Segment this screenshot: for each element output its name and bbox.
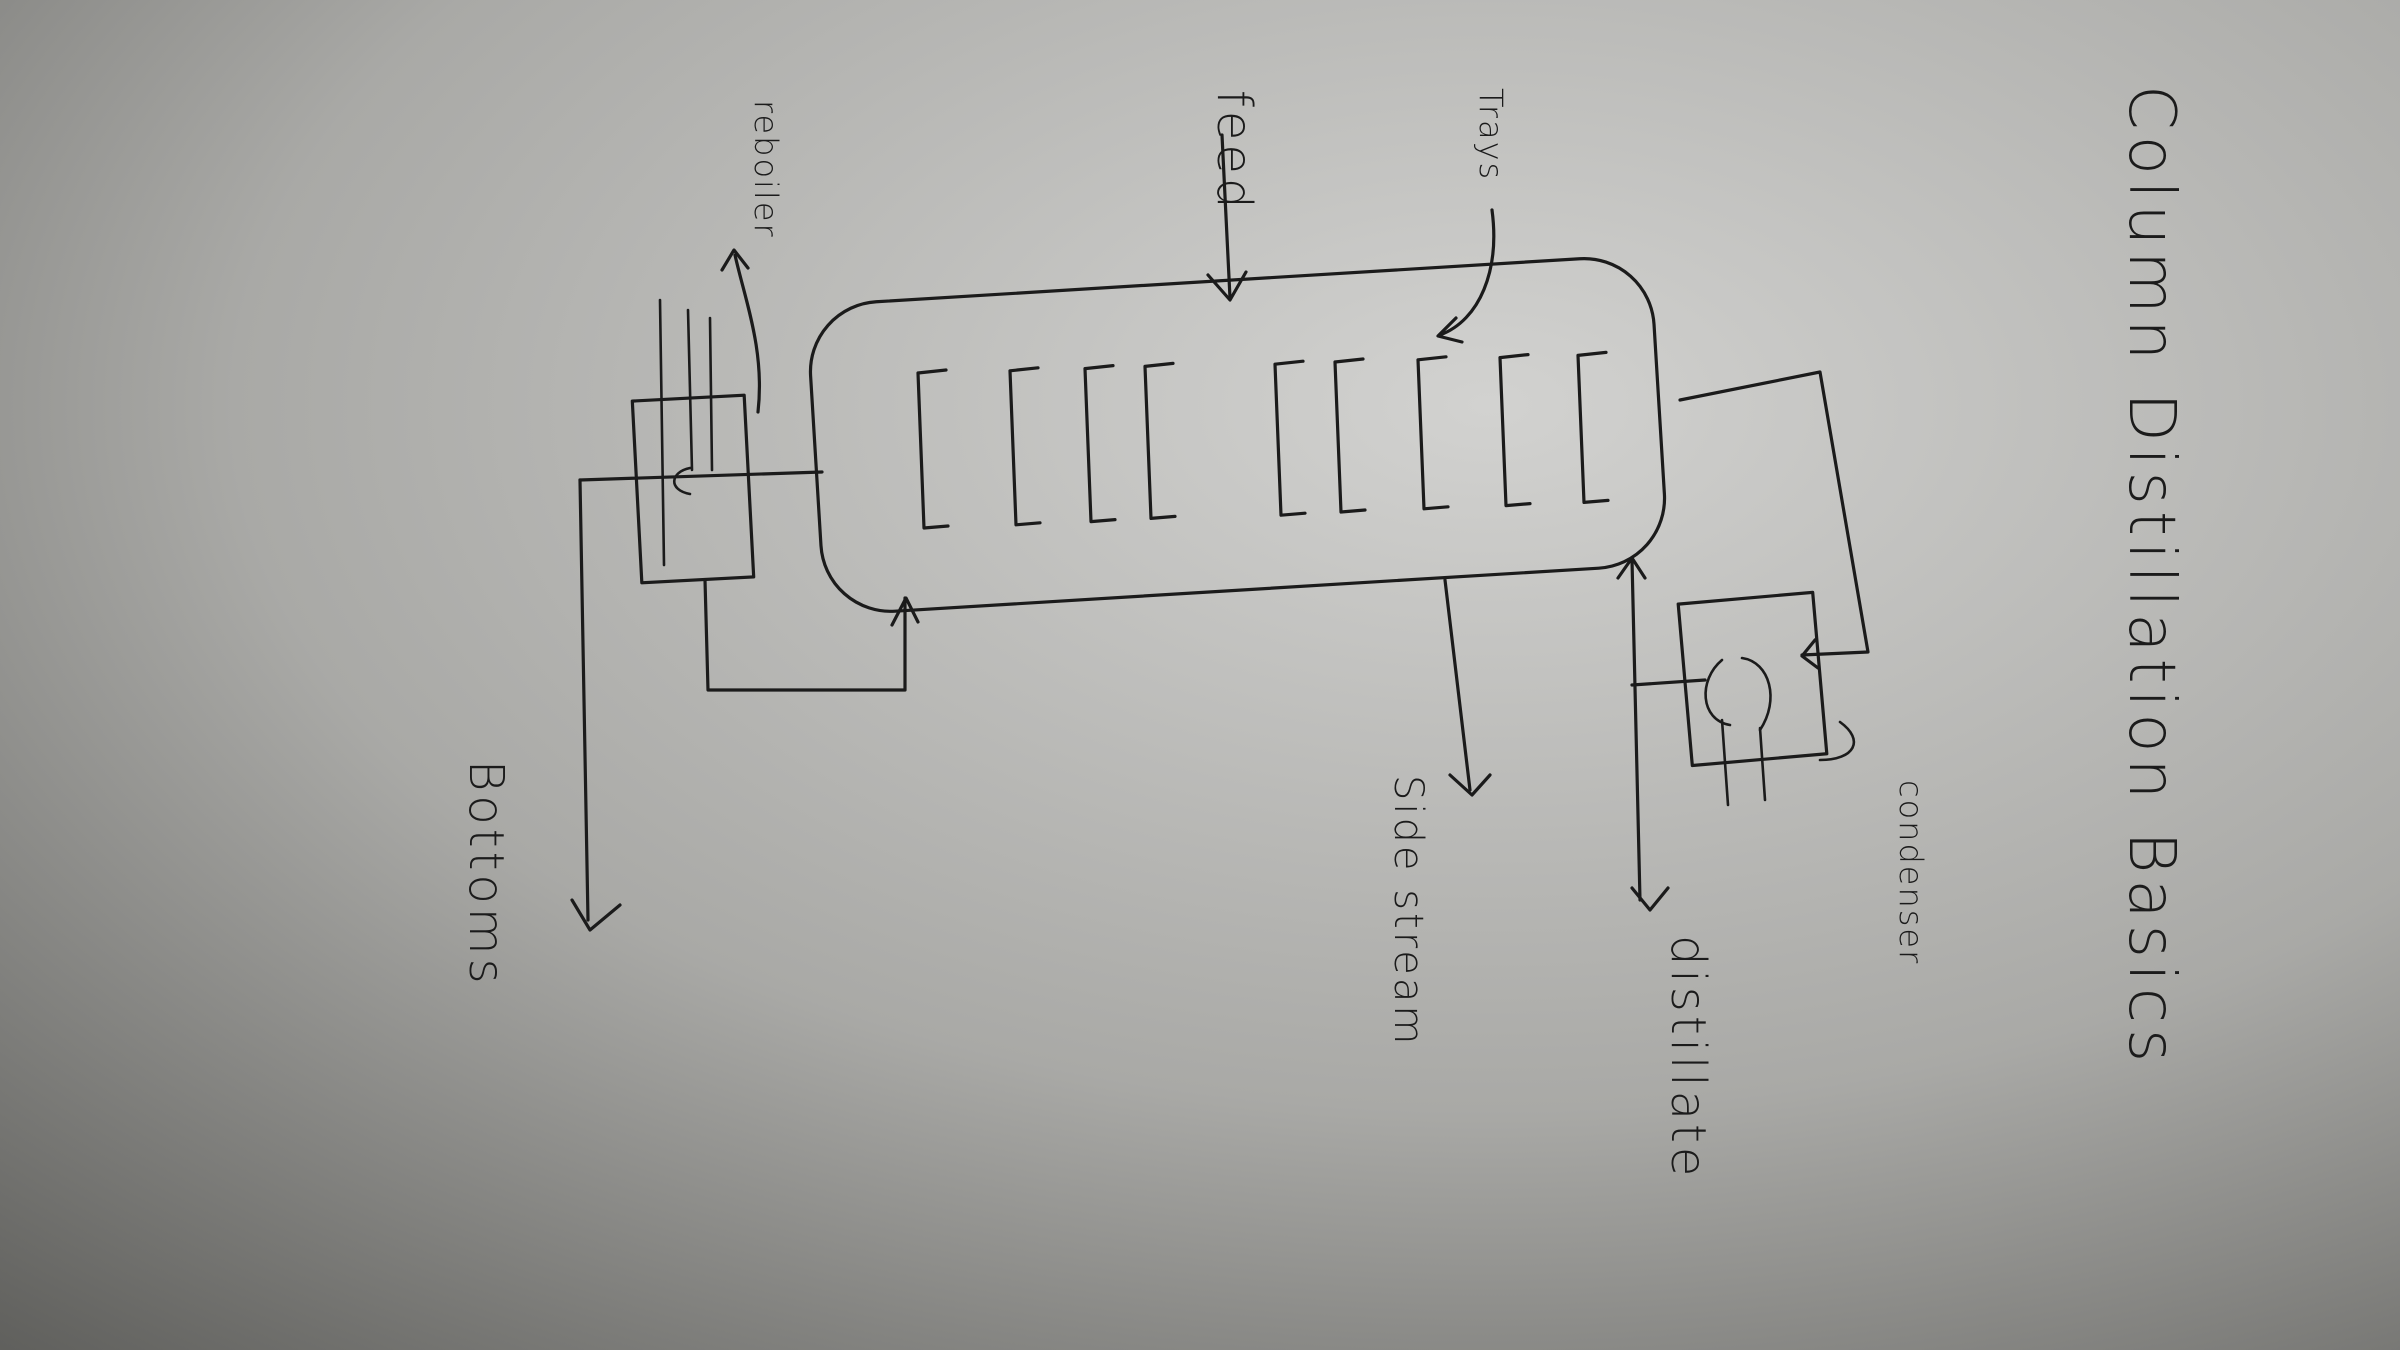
tray-5 xyxy=(1273,359,1307,517)
distillate-label: distillate xyxy=(1660,935,1716,1180)
feed-arrow xyxy=(1206,133,1248,302)
condenser-label: condenser xyxy=(1892,780,1930,965)
tray-group xyxy=(916,350,1610,530)
tray-4 xyxy=(1143,361,1177,520)
trays-pointer xyxy=(1436,208,1496,344)
trays-label: Trays xyxy=(1472,88,1510,181)
tray-3 xyxy=(1083,364,1117,524)
side-stream-label: Side stream xyxy=(1385,775,1431,1047)
diagram-title: Column Distillation Basics xyxy=(2114,85,2188,1068)
bottoms-label: Bottoms xyxy=(458,760,514,988)
bottoms-line xyxy=(570,478,622,932)
feed-label: feed xyxy=(1206,90,1262,212)
tray-6 xyxy=(1333,357,1367,514)
reboiler xyxy=(578,248,920,692)
tray-7 xyxy=(1416,355,1450,511)
reboiler-label: reboiler xyxy=(747,100,785,239)
tray-9 xyxy=(1576,350,1610,504)
tray-1 xyxy=(916,368,950,530)
tray-2 xyxy=(1008,366,1042,527)
condenser xyxy=(1616,370,1870,912)
tray-8 xyxy=(1498,353,1532,508)
side-stream-line xyxy=(1443,578,1492,797)
